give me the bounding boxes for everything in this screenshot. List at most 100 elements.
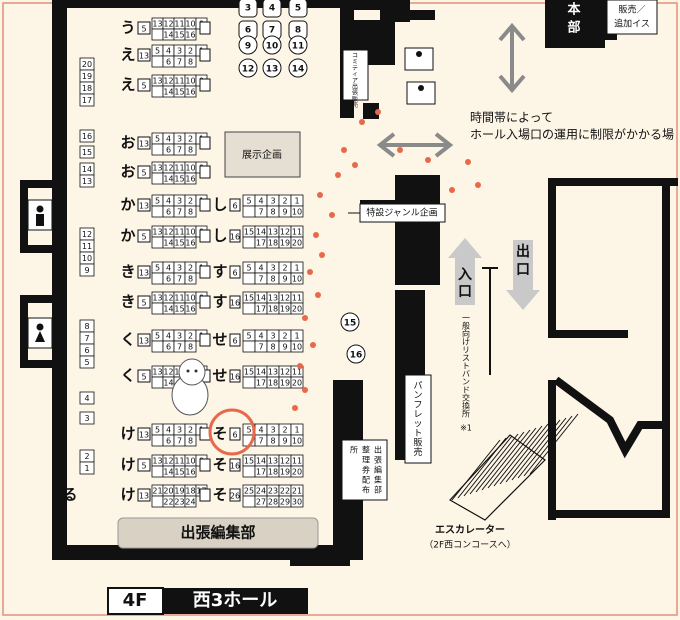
booth-number: 3 [177,264,182,273]
wall-segment [340,0,380,10]
wall-segment [548,178,556,338]
booth-number: 8 [188,58,193,67]
row-end-cell [137,229,151,243]
pamphlet-char: ト [413,429,422,439]
booth-number: 23 [268,487,278,496]
booth-number: 10 [292,208,302,217]
wall-booth-number: 6 [84,346,89,355]
wall-segment [20,360,55,368]
wall-booth [79,391,95,405]
booth-cell [290,272,304,285]
booth-number: 4 [258,332,263,341]
committee-char: 出 [352,83,358,91]
wall-booth-number: 8 [84,322,89,331]
booth-cell [151,55,164,68]
booth-number: 3 [177,197,182,206]
paw-print [335,172,341,178]
booth-number: 13 [152,164,162,173]
booth-number: 3 [270,197,275,206]
booth-number: 11 [292,228,302,237]
booth-number: 5 [246,197,251,206]
booth-number: 16 [185,31,195,40]
booth-number: 12 [163,294,173,303]
wall-booth [79,461,95,475]
booth-number: 12 [280,368,290,377]
booth-number: 11 [174,20,184,29]
committee-char: 売 [352,101,358,109]
booth-number: 11 [174,457,184,466]
circle-booth [288,35,308,55]
booth-number: 20 [292,239,302,248]
booth-number: 15 [244,294,254,303]
booth-number: 4 [166,135,171,144]
booth-cell [151,85,164,98]
booth-number: 12 [163,368,173,377]
row-end-number: 5 [141,169,146,178]
bottom-left-row-label: る [62,486,77,504]
booth-number: 25 [244,487,254,496]
row-end-cell [137,136,151,150]
booth-number: 20 [292,379,302,388]
pamphlet-char: ン [413,391,422,401]
wristband-char: 般 [462,321,470,331]
booth-cell [242,340,256,353]
row-end-cell [229,458,241,472]
booth-number: 8 [188,208,193,217]
wall-booth-number: 2 [84,452,89,461]
row-label: す [212,293,227,311]
booth-number: 14 [163,31,173,40]
wall-booth-number: 7 [84,334,89,343]
floor-level-box [107,587,164,615]
row-end-number: 13 [139,202,149,211]
booth-number: 24 [185,498,195,507]
circle-booth [238,35,258,55]
wall-booth [79,411,95,425]
row-end-cell [229,333,241,347]
booth-number: 11 [292,294,302,303]
circle-booth-number: 12 [242,65,255,75]
booth-number: 4 [258,426,263,435]
booth-number: 7 [258,343,263,352]
wall-booth-number: 18 [82,84,92,93]
booth-number: 7 [258,437,263,446]
special-genre-label: 特設ジャンル企画 [366,207,438,219]
booth-number: 3 [177,332,182,341]
paw-print [359,119,365,125]
booth-number: 7 [177,146,182,155]
booth-cell [151,143,164,156]
booth-number: 13 [152,77,162,86]
row-end-number: 5 [141,373,146,382]
pamphlet-char: 売 [413,446,422,458]
booth-cell [151,302,164,315]
wall-segment [20,295,28,365]
booth-number: 10 [292,437,302,446]
booth-number: 14 [256,368,266,377]
row-label: え [120,76,135,94]
booth-cell [290,376,304,389]
wristband-char: ン [462,378,470,387]
restroom-icon-body-1 [36,214,44,226]
escalator-line [499,423,549,485]
wristband-char: ト [462,362,470,371]
wall-booth-number: 9 [84,266,89,275]
row-end-cell [199,165,211,179]
row-end-cell [137,21,151,35]
paw-print [292,405,298,411]
wristband-char: ド [462,386,470,395]
cat-head [178,358,206,386]
row-end-cell [199,333,211,347]
dispatch-char: 編 [374,465,382,475]
booth-cell [242,495,256,508]
booth-number: 10 [292,343,302,352]
booth-number: 10 [185,20,195,29]
paw-print [315,292,321,298]
booth-cell [151,236,164,249]
wristband-char: 一 [462,314,470,323]
booth-number: 29 [280,498,290,507]
booth-cell [290,465,304,478]
wall-booth-number: 1 [84,464,89,473]
booth-cell [290,340,304,353]
row-label: そ [212,486,227,504]
booth-number: 8 [270,208,275,217]
booth-cell [290,236,304,249]
